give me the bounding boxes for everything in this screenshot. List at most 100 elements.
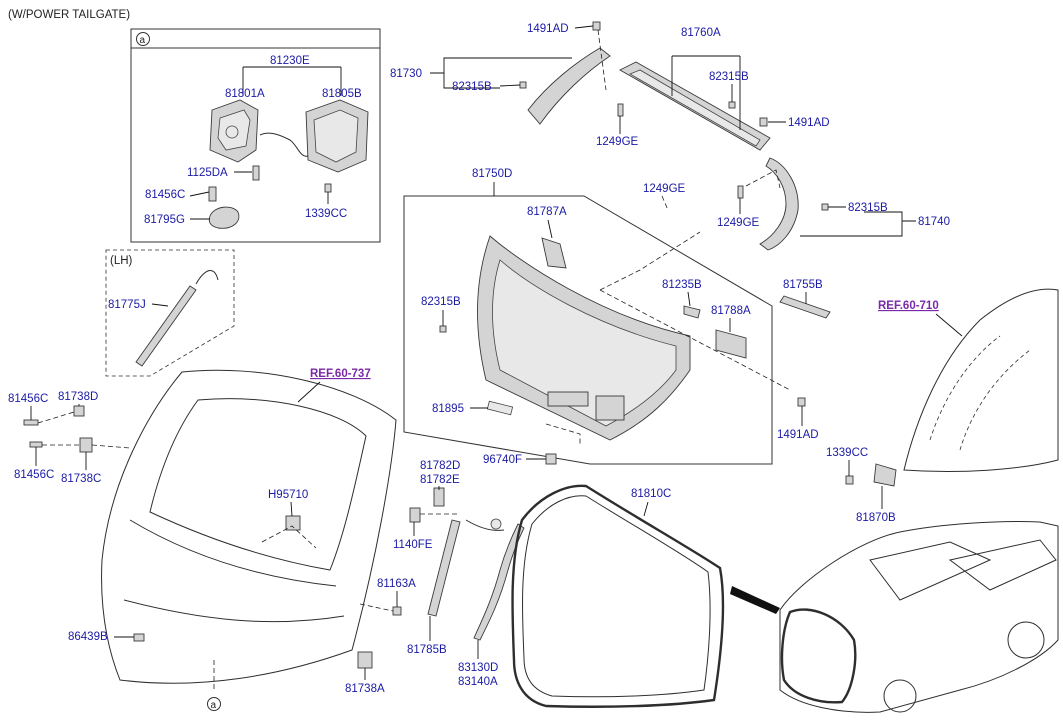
- dash-1249ge-2: [661, 195, 669, 211]
- label-86439b: 86439B: [68, 631, 108, 643]
- label-82315b-4: 82315B: [421, 296, 461, 308]
- detail-box: [130, 28, 381, 243]
- lead-81456c-a: [189, 191, 210, 197]
- label-1249ge-1: 1249GE: [596, 136, 639, 148]
- clip-82315b-4: [439, 325, 447, 333]
- trim-81740: [759, 157, 799, 251]
- striker-part: [208, 206, 240, 229]
- lead-81775j: [151, 303, 169, 307]
- ref-60-737[interactable]: REF.60-737: [310, 368, 371, 380]
- spoiler-81760a: [619, 61, 771, 151]
- label-81795g: 81795G: [144, 214, 185, 226]
- label-81870b: 81870B: [856, 512, 896, 524]
- label-81740: 81740: [918, 216, 950, 228]
- vehicle-illustration: [779, 520, 1059, 713]
- cover-81788a: [715, 329, 747, 359]
- label-96740f: 96740F: [483, 454, 522, 466]
- tailgate-outline: [101, 369, 397, 684]
- clip-1491ad-1: [592, 21, 601, 31]
- label-81456c-2: 81456C: [14, 469, 54, 481]
- lead-82315b-1: [499, 84, 521, 87]
- pointer-arrow: [730, 586, 780, 614]
- label-81775j: 81775J: [108, 299, 146, 311]
- camera-h95710: [285, 515, 301, 531]
- lead-1491ad-1: [574, 25, 594, 29]
- bracket-81787a: [541, 237, 567, 269]
- bolt-1125da: [252, 165, 260, 181]
- bolt-1339cc-a: [324, 183, 332, 193]
- bottom-a-letter: a: [211, 700, 217, 711]
- label-h95710: H95710: [268, 489, 308, 501]
- bolt-81456c-a: [208, 186, 217, 202]
- lh-strut-box: [105, 249, 235, 377]
- label-1491ad-3: 1491AD: [777, 429, 819, 441]
- screw-1249ge-1: [617, 103, 624, 117]
- dash-h95710: [261, 525, 317, 549]
- dash-81163a: [359, 603, 394, 612]
- bottom-a-circle: [207, 697, 221, 711]
- ref-60-710[interactable]: REF.60-710: [878, 300, 939, 312]
- label-81810c: 81810C: [631, 488, 671, 500]
- lead-81230e: [242, 66, 342, 96]
- strut-81775j: [135, 270, 219, 367]
- clip-82315b-2: [728, 101, 736, 109]
- trim-81730: [527, 47, 611, 125]
- dash-1491ad-1: [597, 29, 607, 91]
- clip-1491ad-2: [759, 117, 768, 127]
- label-1491ad-2: 1491AD: [788, 117, 830, 129]
- lead-ref-60-737: [297, 381, 321, 403]
- bumper-81738a: [357, 651, 373, 669]
- latch-assembly: [209, 99, 259, 163]
- variant-header: (W/POWER TAILGATE): [8, 9, 130, 21]
- label-81235b: 81235B: [662, 279, 702, 291]
- label-1249ge-2: 1249GE: [643, 183, 686, 195]
- lead-ref-60-710: [935, 313, 963, 337]
- label-81230e: 81230E: [270, 55, 310, 67]
- label-81163a: 81163A: [377, 578, 416, 590]
- label-1140fe: 1140FE: [393, 539, 433, 551]
- label-81785b: 81785B: [407, 644, 447, 656]
- lead-81787a: [547, 219, 553, 239]
- detail-a-letter: a: [140, 35, 146, 46]
- label-81730: 81730: [390, 68, 422, 80]
- lead-81730: [430, 57, 572, 89]
- cover-86439b: [133, 633, 145, 642]
- label-83130d: 83130D: [458, 662, 498, 674]
- lead-h95710: [290, 501, 293, 517]
- label-81788a: 81788A: [711, 305, 751, 317]
- bumper-81738d: [73, 405, 85, 417]
- label-1125da: 1125DA: [187, 167, 228, 179]
- label-81782d: 81782D: [420, 460, 460, 472]
- screw-1249ge-2: [737, 185, 744, 199]
- clip-81163a: [392, 606, 402, 616]
- dash-1249ge-3: [745, 169, 781, 189]
- label-81738a: 81738A: [345, 683, 385, 695]
- lead-81740: [800, 211, 916, 237]
- screw-81456c-1: [23, 419, 39, 426]
- label-1249ge-3: 1249GE: [717, 217, 760, 229]
- label-81895: 81895: [432, 403, 464, 415]
- label-81755b: 81755B: [783, 279, 823, 291]
- pad-81895: [486, 400, 514, 416]
- label-81805b: 81805B: [322, 88, 362, 100]
- label-81456c-1: 81456C: [8, 393, 48, 405]
- clip-1339cc-b: [845, 475, 854, 485]
- detail-a-circle: [136, 32, 150, 46]
- label-1339cc-a: 1339CC: [305, 208, 347, 220]
- label-1339cc-b: 1339CC: [826, 447, 868, 459]
- screw-81456c-2: [29, 441, 43, 448]
- body-reference-sketch: [903, 288, 1059, 473]
- label-81738c: 81738C: [61, 473, 101, 485]
- trim-panel-box: [403, 195, 773, 465]
- label-81801a: 81801A: [225, 88, 265, 100]
- label-81750d: 81750D: [472, 168, 512, 180]
- clip-82315b-3: [821, 203, 829, 211]
- bumper-81738c: [79, 437, 93, 453]
- clip-1491ad-3: [797, 397, 806, 407]
- actuator-assembly: [259, 99, 369, 173]
- label-81738d: 81738D: [58, 391, 98, 403]
- label-81456c-a: 81456C: [145, 189, 185, 201]
- dash-left-bumpers: [37, 411, 131, 449]
- label-1491ad-1: 1491AD: [527, 23, 569, 35]
